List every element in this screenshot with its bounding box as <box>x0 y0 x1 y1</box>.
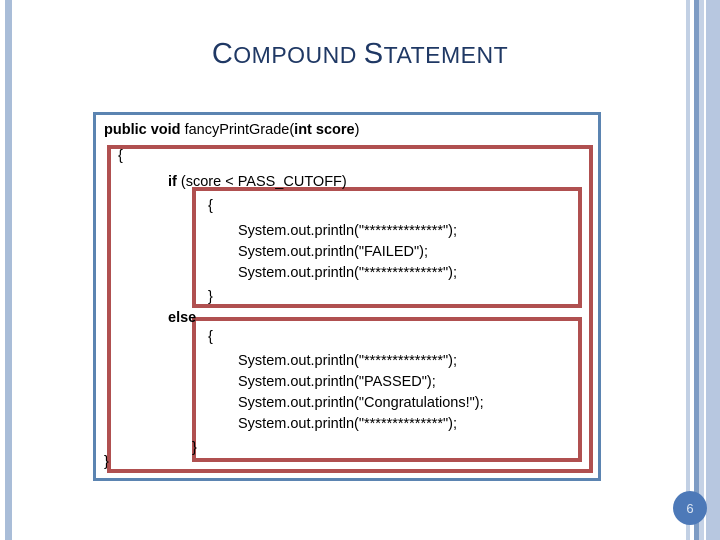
code-line-open-else: { <box>208 329 213 345</box>
title-cap-c: C <box>211 38 234 70</box>
kw-int-score: int score <box>294 122 355 138</box>
kw-else: else <box>168 310 197 326</box>
code-line-open-method: { <box>118 148 123 164</box>
if-branch-highlight-box <box>192 187 582 308</box>
page-number-badge: 6 <box>673 491 707 525</box>
right-edge-stripe-4 <box>706 0 720 540</box>
code-line-close-else: } <box>192 440 197 456</box>
code-line-close-if: } <box>208 289 213 305</box>
code-line-print-pass-stars-top: System.out.println("**************"); <box>238 353 458 369</box>
code-line-signature: public void fancyPrintGrade(int score) <box>104 121 359 140</box>
right-edge-stripe-1 <box>686 0 690 540</box>
method-name: fancyPrintGrade( <box>184 122 295 138</box>
right-edge-stripe-2 <box>694 0 699 540</box>
code-listing: public void fancyPrintGrade(int score) {… <box>96 115 598 478</box>
code-block-frame: public void fancyPrintGrade(int score) {… <box>93 112 601 481</box>
title-cap-s: S <box>363 38 384 70</box>
else-branch-highlight-box <box>192 317 582 462</box>
code-line-print-fail-stars-top: System.out.println("**************"); <box>238 223 458 239</box>
code-line-else-keyword: else <box>168 309 196 328</box>
kw-public-void: public void <box>104 122 185 138</box>
right-edge-stripe-3 <box>699 0 704 540</box>
left-edge-stripe <box>5 0 12 540</box>
code-line-open-if: { <box>208 198 213 214</box>
code-line-print-fail-stars-bottom: System.out.println("**************"); <box>238 265 458 281</box>
kw-if: if <box>168 174 181 190</box>
code-line-print-failed: System.out.println("FAILED"); <box>238 244 428 260</box>
code-line-print-passed: System.out.println("PASSED"); <box>238 374 436 390</box>
title-space <box>357 42 364 68</box>
signature-close-paren: ) <box>354 122 360 138</box>
if-condition-expr: (score < PASS_CUTOFF) <box>180 174 347 190</box>
code-line-if-condition: if (score < PASS_CUTOFF) <box>168 173 347 192</box>
code-line-print-congrats: System.out.println("Congratulations!"); <box>238 395 484 411</box>
title-word-compound: OMPOUND <box>233 42 357 68</box>
code-line-close-method: } <box>104 454 109 470</box>
method-body-highlight-box <box>107 145 593 473</box>
code-line-print-pass-stars-bottom: System.out.println("**************"); <box>238 416 458 432</box>
page-title: COMPOUND STATEMENT <box>0 38 720 71</box>
title-word-statement: TATEMENT <box>383 42 509 68</box>
